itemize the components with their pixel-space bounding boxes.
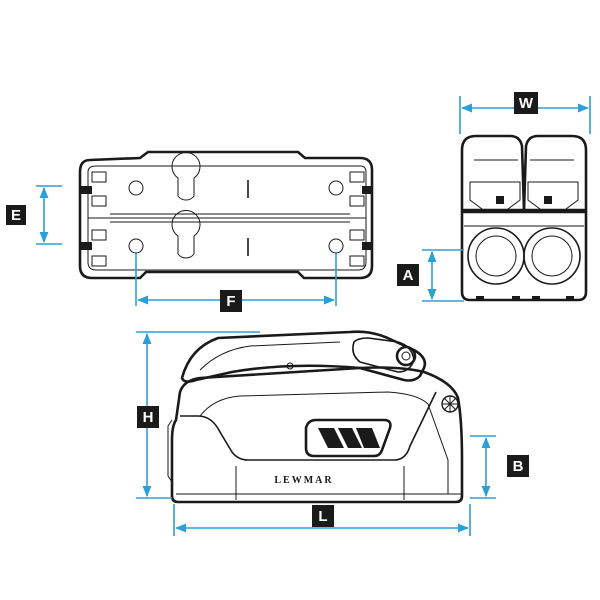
dimension-a: A <box>397 249 464 302</box>
keyhole-slot <box>171 210 201 259</box>
end-view-cam-tip <box>544 196 552 204</box>
dimension-label-b-text: B <box>513 458 524 475</box>
side-view-lever <box>180 330 427 383</box>
top-view <box>78 150 374 280</box>
end-view-foot <box>512 296 520 301</box>
end-view-rope-hole-inner <box>531 235 573 277</box>
dimension-label-a-text: A <box>403 267 414 284</box>
dimension-w: W <box>459 92 591 134</box>
dimension-label-e <box>6 205 26 225</box>
dimension-label-l <box>312 505 334 527</box>
dimension-label-w <box>514 92 538 114</box>
end-view-base <box>460 210 588 302</box>
side-view-end-cap <box>167 419 173 483</box>
side-view-cam-window <box>304 418 392 458</box>
dimension-label-h-text: H <box>143 409 154 426</box>
end-view-right-shell <box>522 134 588 212</box>
dimension-label-l-text: L <box>318 508 327 525</box>
top-view-outline <box>78 150 374 280</box>
dimension-label-f <box>220 290 242 312</box>
mounting-hole <box>128 238 144 254</box>
end-view-rope-hole <box>523 227 581 285</box>
brand-logo-text: LEWMAR <box>274 475 333 486</box>
end-view-foot <box>532 296 540 301</box>
side-view-screw <box>286 362 294 370</box>
dimension-label-f-text: F <box>226 293 235 310</box>
dimension-label-w-text: W <box>519 95 534 112</box>
mounting-hole <box>328 180 344 196</box>
end-view-rope-hole-inner <box>475 235 517 277</box>
dimension-label-h <box>137 406 159 428</box>
top-view-inner-outline <box>87 165 367 271</box>
dimension-b: B <box>470 435 529 499</box>
side-view-body <box>170 366 464 504</box>
end-view-foot <box>566 296 574 301</box>
dimension-e: E <box>6 185 62 245</box>
mounting-hole <box>128 180 144 196</box>
lever-pivot-icon <box>395 345 417 367</box>
lever-pivot-inner-icon <box>401 351 411 361</box>
end-view <box>460 134 588 302</box>
end-view-cam-tip <box>496 196 504 204</box>
dimension-l: L <box>173 504 471 536</box>
side-view-body-inner <box>199 391 449 494</box>
end-view-cam <box>469 181 521 213</box>
side-view-body-curve <box>180 391 437 461</box>
end-view-foot <box>476 296 484 301</box>
dimension-h: H <box>136 331 260 499</box>
dimension-label-b <box>507 455 529 477</box>
dimension-f: F <box>135 252 337 312</box>
gear-icon <box>441 395 459 413</box>
keyhole-slot <box>171 152 201 201</box>
end-view-left-shell <box>460 134 526 212</box>
top-view-left-tabs <box>80 171 107 267</box>
side-view: LEWMAR <box>167 330 464 504</box>
end-view-cam <box>527 181 579 213</box>
side-view-cam-teeth <box>318 428 380 448</box>
side-view-lever-line <box>199 341 341 371</box>
dimension-label-a <box>397 264 419 286</box>
top-view-right-tabs <box>349 171 372 267</box>
dimension-label-e-text: E <box>11 207 21 224</box>
mounting-hole <box>328 238 344 254</box>
